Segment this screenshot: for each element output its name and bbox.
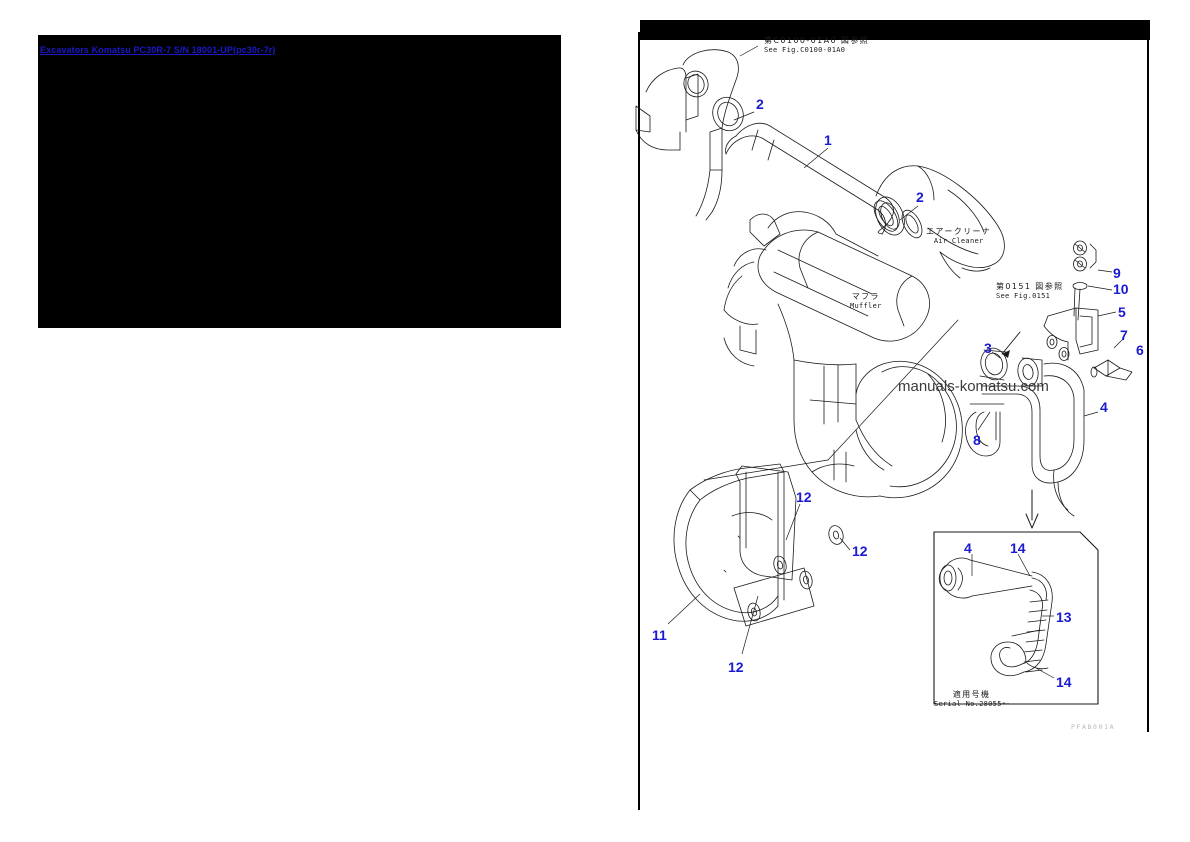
callout-12-bolt-upper[interactable]: 12 — [796, 489, 812, 505]
callout-6-bolt[interactable]: 6 — [1136, 342, 1144, 358]
callout-9-washer[interactable]: 9 — [1113, 265, 1121, 281]
callout-10-stud[interactable]: 10 — [1113, 281, 1129, 297]
callout-14-clamp-upper[interactable]: 14 — [1010, 540, 1026, 556]
annotation-en-text: Serial No.28055〜 — [934, 699, 1010, 708]
sheet-header-bar — [640, 20, 1150, 40]
callout-4-inset-pipe[interactable]: 4 — [964, 540, 972, 556]
sheet-border-left — [638, 32, 640, 810]
callout-2-exhaust-gasket[interactable]: 2 — [756, 96, 764, 112]
callout-4-hose[interactable]: 4 — [1100, 399, 1108, 415]
callout-1-exhaust-pipe[interactable]: 1 — [824, 132, 832, 148]
callout-7-clamp[interactable]: 7 — [1120, 327, 1128, 343]
document-viewer-panel: Excavators Komatsu PC30R-7 S/N 18001-UP(… — [38, 35, 561, 328]
annotation-serial-applicable: 適用号機 Serial No.28055〜 — [934, 690, 1009, 709]
viewer-canvas — [38, 35, 561, 328]
annotation-jp-text: マフラ — [851, 292, 880, 301]
annotation-see-fig-0151: 第0151 図参照 See Fig.0151 — [996, 282, 1064, 301]
parts-diagram-sheet: 第C0100-01A0 図参照 See Fig.C0100-01A0 エアークリ… — [628, 20, 1150, 810]
annotation-jp-text: 第C0100-01A0 図参照 — [764, 36, 870, 45]
annotation-en-text: Muffler — [850, 301, 882, 310]
callout-5-bracket[interactable]: 5 — [1118, 304, 1126, 320]
watermark-text: manuals-komatsu.com — [898, 378, 1049, 395]
annotation-en-text: See Fig.0151 — [996, 291, 1051, 300]
callout-13-flex-hose[interactable]: 13 — [1056, 609, 1072, 625]
annotation-jp-text: エアークリーナ — [926, 227, 992, 236]
callout-12-bolt-lower[interactable]: 12 — [728, 659, 744, 675]
callout-8-u-clamp[interactable]: 8 — [973, 432, 981, 448]
annotation-en-text: See Fig.C0100-01A0 — [764, 45, 846, 54]
callout-14-clamp-lower[interactable]: 14 — [1056, 674, 1072, 690]
callout-2-cleaner-gasket[interactable]: 2 — [916, 189, 924, 205]
callout-3-gasket[interactable]: 3 — [984, 340, 992, 356]
annotation-jp-text: 適用号機 — [952, 690, 991, 699]
callout-11-heat-shield[interactable]: 11 — [652, 627, 667, 643]
annotation-muffler: マフラ Muffler — [850, 292, 882, 311]
sheet-border-right — [1147, 40, 1149, 732]
annotation-air-cleaner: エアークリーナ Air Cleaner — [926, 227, 991, 246]
annotation-jp-text: 第0151 図参照 — [996, 282, 1064, 291]
annotation-en-text: Air Cleaner — [933, 236, 984, 245]
annotation-see-fig-c0100-01a0: 第C0100-01A0 図参照 See Fig.C0100-01A0 — [764, 36, 869, 55]
exhaust-muffler-assembly-drawing — [635, 49, 1133, 705]
parts-catalog-link[interactable]: Excavators Komatsu PC30R-7 S/N 18001-UP(… — [40, 45, 276, 55]
drawing-code: PFAB001A — [1071, 723, 1116, 731]
callout-12-bolt-right[interactable]: 12 — [852, 543, 868, 559]
